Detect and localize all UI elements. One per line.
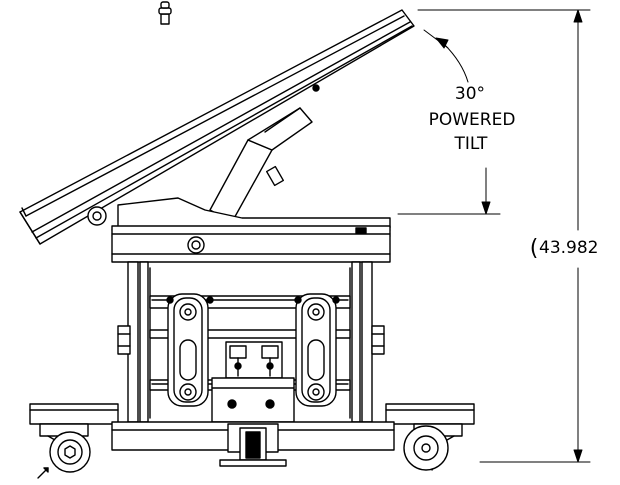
tilt-powered-label: POWERED: [428, 110, 516, 130]
height-dimension-value: 43.982: [539, 238, 619, 258]
foot-pedal: [220, 424, 286, 466]
height-dimension-lines: [418, 10, 590, 462]
right-caster: [404, 424, 462, 470]
left-caster: [38, 424, 90, 478]
tilt-angle-label: 30°: [454, 84, 486, 104]
tilt-actuator: [210, 108, 312, 222]
valve-block: [212, 342, 294, 422]
platform-plate: [112, 226, 390, 262]
tilt-dimension-lines: [398, 30, 500, 214]
tilt-knob: [159, 2, 171, 24]
lift-mechanism: [150, 294, 350, 406]
height-dimension-paren: (: [529, 236, 539, 261]
side-brackets: [118, 326, 384, 354]
tilt-label: TILT: [454, 134, 488, 154]
tilted-deck: [20, 10, 414, 244]
